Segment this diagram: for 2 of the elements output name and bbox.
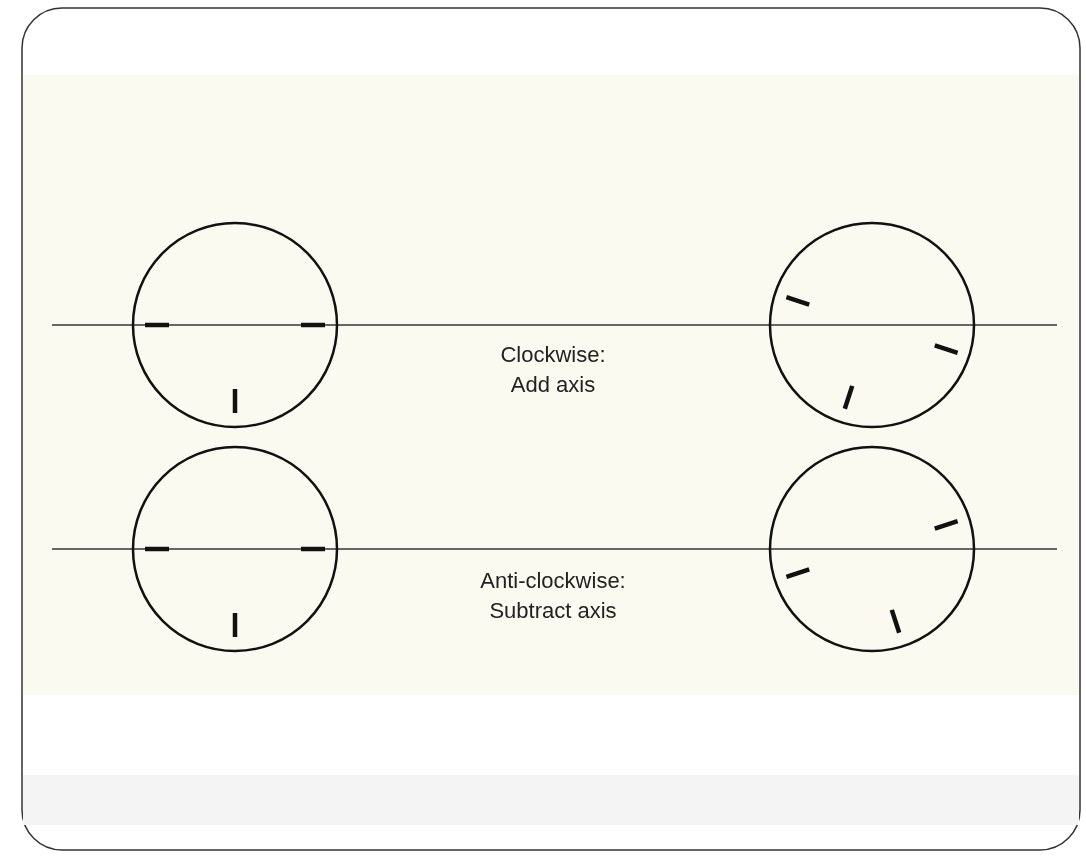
rotation-rule-text: Anti-clockwise: Subtract axis [479, 567, 627, 625]
rotation-rule-text: Clockwise: Add axis [499, 341, 607, 399]
